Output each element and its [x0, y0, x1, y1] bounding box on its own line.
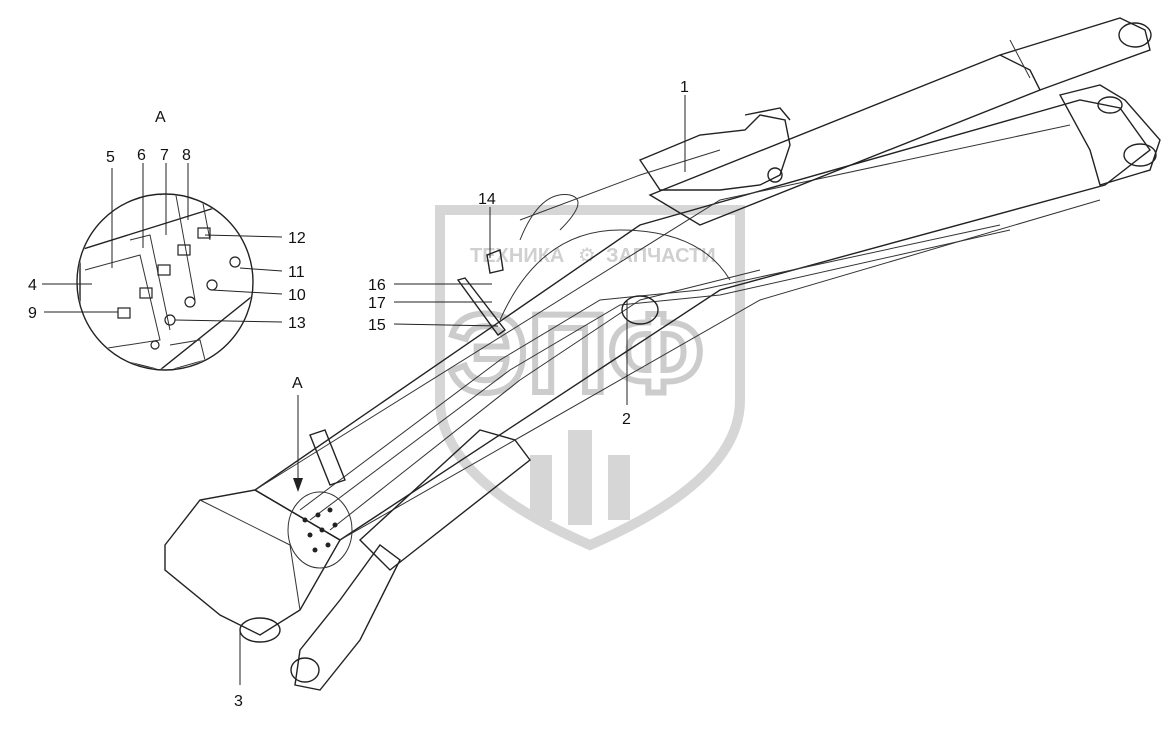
callout-17: 17	[368, 295, 386, 312]
cylinder-mount	[638, 114, 791, 191]
pipe-clamp-ring	[621, 295, 659, 325]
watermark-gear-icon: ⚙	[578, 245, 596, 267]
cylinder-rod	[999, 17, 1151, 91]
boom-end-box	[1058, 84, 1161, 186]
boom-drawing	[164, 17, 1161, 691]
callout-14: 14	[478, 191, 496, 208]
mount-pin	[767, 167, 783, 183]
hydraulic-hose-loop	[499, 229, 731, 321]
hydraulic-line-2	[309, 229, 1011, 521]
pipe-clamp-bracket	[456, 277, 506, 336]
view-marker-label: A	[292, 375, 303, 392]
callout-13: 13	[288, 315, 306, 332]
watermark-shield	[435, 205, 745, 551]
callout-8: 8	[182, 147, 191, 164]
detail-view-circle	[76, 193, 254, 371]
detail-view-title: A	[155, 109, 166, 126]
watermark-wheat-icon	[530, 430, 630, 525]
hydraulic-hose-loop-2	[519, 194, 579, 241]
bucket-link	[294, 544, 401, 691]
watermark-text-left: ТЕХНИКА	[470, 245, 564, 267]
view-marker-a: A	[292, 375, 303, 492]
watermark-text-right: ЗАПЧАСТИ	[606, 245, 716, 267]
boom-beam-edge-lower	[339, 199, 1101, 541]
boom-beam	[253, 99, 1151, 541]
hydraulic-line-upper	[519, 149, 721, 221]
cylinder-rod-eye	[1118, 22, 1152, 48]
view-marker-arrow-icon	[293, 478, 303, 492]
callout-16: 16	[368, 277, 386, 294]
callout-10: 10	[288, 287, 306, 304]
callout-7: 7	[160, 147, 169, 164]
boom-beam-edge	[254, 124, 1071, 491]
boom-end-pin-top	[1097, 96, 1123, 114]
callout-1: 1	[680, 79, 689, 96]
callout-9: 9	[28, 305, 37, 322]
hydraulic-line-3	[329, 269, 761, 531]
stick-arm	[164, 489, 341, 636]
callout-labels: 1 2 3 4 5 6 7 8 9 10 11 12 13 14 15 16 1…	[28, 79, 689, 710]
callout-11: 11	[288, 264, 305, 281]
mount-valve-block	[744, 107, 791, 121]
stick-pin	[239, 617, 281, 643]
callout-3: 3	[234, 693, 243, 710]
callout-2: 2	[622, 411, 631, 428]
callout-15: 15	[368, 317, 386, 334]
hydraulic-line-1	[299, 224, 1001, 511]
boom-end-pin	[1123, 143, 1157, 167]
cylinder-body	[648, 54, 1041, 226]
callout-4: 4	[28, 277, 37, 294]
callout-leaders	[42, 95, 686, 685]
valve-block-fittings	[302, 507, 338, 553]
callout-12: 12	[288, 230, 306, 247]
stick-bracket	[309, 429, 346, 486]
stick-edge	[199, 499, 301, 611]
callout-6: 6	[137, 147, 146, 164]
callout-5: 5	[106, 149, 115, 166]
bucket-cylinder	[358, 429, 531, 571]
pipe-clamp-14	[486, 249, 504, 274]
cylinder-collar	[1009, 39, 1031, 79]
bucket-link-pin	[290, 657, 320, 683]
valve-block-region	[287, 491, 353, 569]
